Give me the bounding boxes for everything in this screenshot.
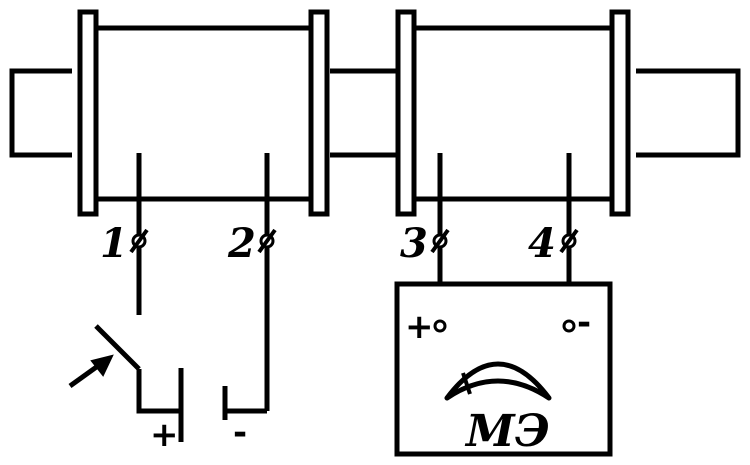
- meter: [394, 281, 613, 457]
- battery-plus-sign: +: [150, 415, 179, 455]
- terminal-label-2: 2: [227, 220, 256, 267]
- meter-plus-sign: +: [405, 307, 434, 347]
- coil-1: [77, 9, 330, 235]
- meter-label: МЭ: [464, 406, 550, 457]
- switch: [94, 324, 181, 414]
- terminal-connector-4: [559, 228, 579, 254]
- terminal-connector-1: [129, 228, 149, 254]
- coil-1-left-flange: [77, 9, 99, 217]
- terminal-connector-2: [257, 228, 277, 254]
- terminal-label-3: 3: [400, 220, 428, 267]
- switch-arrow-icon: [68, 354, 114, 389]
- coil-2: [395, 9, 631, 235]
- meter-minus-terminal: [562, 319, 576, 333]
- meter-scale: [444, 361, 552, 401]
- shaft: [9, 68, 741, 158]
- coil-1-right-flange: [308, 9, 330, 217]
- battery: [178, 368, 267, 442]
- meter-minus-sign: -: [577, 303, 591, 343]
- meter-box: [394, 281, 613, 457]
- battery-minus-sign: -: [233, 413, 247, 453]
- meter-needle: [461, 372, 472, 395]
- meter-plus-terminal: [433, 319, 447, 333]
- coil-2-left-flange: [395, 9, 417, 217]
- terminal-label-1: 1: [100, 220, 128, 267]
- coil-2-right-flange: [609, 9, 631, 217]
- terminal-label-4: 4: [528, 220, 556, 267]
- terminal-connector-3: [430, 228, 450, 254]
